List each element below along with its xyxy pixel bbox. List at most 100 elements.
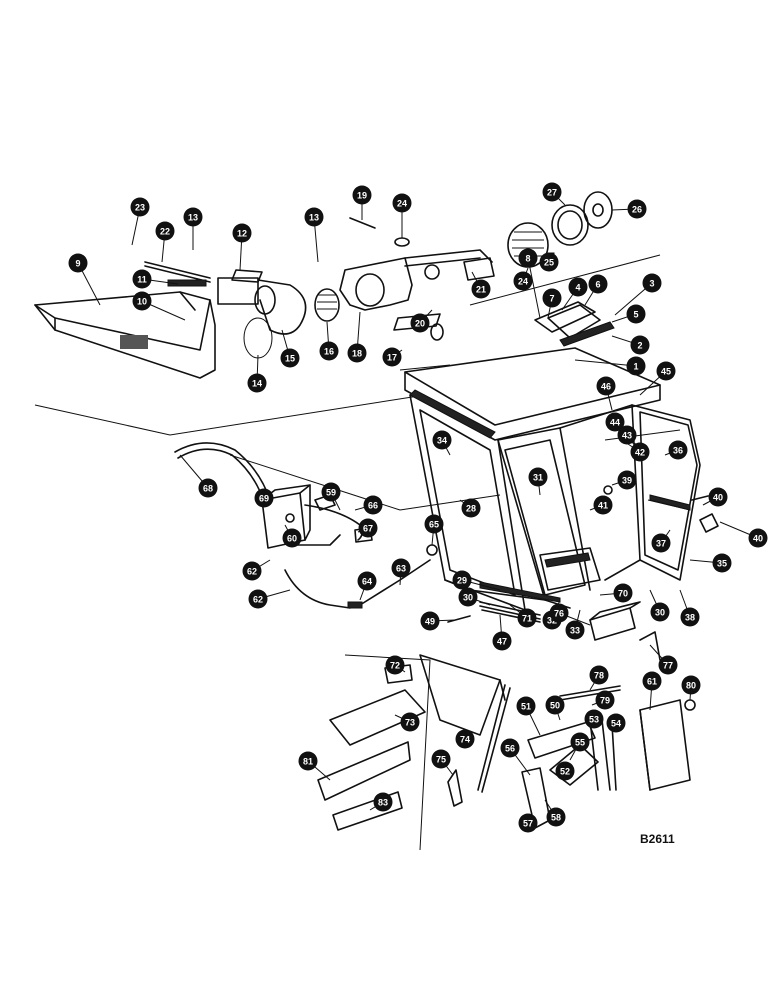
callout-number: 39 [622,476,632,486]
callout-bubble [432,430,452,450]
callout-9: 9 [68,253,101,306]
figure-code: B2611 [640,832,675,846]
callout-10: 10 [132,291,186,321]
callout-number: 31 [533,473,543,483]
callout-69: 69 [254,488,274,508]
callout-number: 36 [673,446,683,456]
callout-bubble [516,696,536,716]
callout-number: 13 [188,213,198,223]
callout-number: 52 [560,767,570,777]
callout-bubble [198,478,218,498]
callout-bubble [358,518,378,538]
callout-57: 57 [518,813,538,833]
callout-67: 67 [357,518,378,538]
callout-18: 18 [347,311,367,363]
callout-bubble [347,343,367,363]
callout-23: 23 [130,197,150,246]
callout-bubble [542,182,562,202]
callout-number: 49 [425,617,435,627]
callout-28: 28 [459,498,481,518]
callout-number: 38 [685,613,695,623]
callout-number: 40 [713,493,723,503]
callout-number: 54 [611,719,621,729]
callout-bubble [588,274,608,294]
callout-bubble [392,193,412,213]
callout-number: 10 [137,297,147,307]
callout-76: 76 [549,603,591,626]
callout-bubble [668,440,688,460]
callout-number: 75 [436,755,446,765]
callout-bubble [542,288,562,308]
callout-50: 50 [545,695,565,721]
callout-bubble [568,277,588,297]
callout-8: 8 [518,248,541,319]
callout-number: 50 [550,701,560,711]
callout-24: 24 [513,267,533,291]
callout-21: 21 [471,271,491,299]
callout-35: 35 [689,553,732,573]
callout-13: 13 [304,207,324,263]
callout-61: 61 [642,671,662,711]
callout-bubble [280,348,300,368]
callout-number: 6 [595,280,600,290]
callout-number: 71 [522,614,532,624]
callout-bubble [382,347,402,367]
callout-bubble [410,313,430,333]
roof-filter-parts [534,301,615,347]
callout-number: 26 [632,205,642,215]
callout-bubble [549,603,569,623]
cab-roof [404,347,661,441]
callout-bubble [518,813,538,833]
callout-bubble [651,533,671,553]
callout-number: 69 [259,494,269,504]
callout-number: 81 [303,757,313,767]
callout-bubble [518,248,538,268]
callout-40: 40 [702,487,728,507]
callout-bubble [155,221,175,241]
callout-36: 36 [664,440,688,460]
callout-number: 21 [476,285,486,295]
callout-number: 8 [525,254,530,264]
callout-bubble [130,197,150,217]
callout-number: 30 [655,608,665,618]
blower-housing-right [314,217,495,341]
callout-number: 58 [551,813,561,823]
callout-bubble [539,252,559,272]
callout-bubble [400,712,420,732]
callout-42: 42 [624,441,650,462]
callout-bubble [391,558,411,578]
callout-30: 30 [649,589,670,622]
callout-bubble [282,528,302,548]
callout-bubble [708,487,728,507]
callout-bubble [352,185,372,205]
callout-bubble [595,690,615,710]
callout-bubble [321,482,341,502]
callout-74: 74 [455,729,475,749]
callout-bubble [492,631,512,651]
callout-number: 22 [160,227,170,237]
callout-bubble [680,607,700,627]
callout-19: 19 [352,185,372,220]
callout-number: 33 [570,626,580,636]
callout-number: 78 [594,671,604,681]
callout-41: 41 [589,495,613,515]
callout-number: 43 [622,431,632,441]
callout-number: 70 [618,589,628,599]
callout-bubble [650,602,670,622]
blower-housing-left [144,261,307,359]
callout-number: 24 [397,199,407,209]
callout-number: 17 [387,353,397,363]
callout-number: 27 [547,188,557,198]
callout-number: 79 [600,696,610,706]
callout-12: 12 [232,223,252,271]
callout-75: 75 [431,749,454,776]
callout-number: 65 [429,520,439,530]
callout-bubble [452,570,472,590]
callout-bubble [242,561,262,581]
callout-62: 62 [248,589,291,609]
callout-79: 79 [591,690,615,710]
callout-number: 61 [647,677,657,687]
callout-number: 46 [601,382,611,392]
callout-bubble [570,732,590,752]
